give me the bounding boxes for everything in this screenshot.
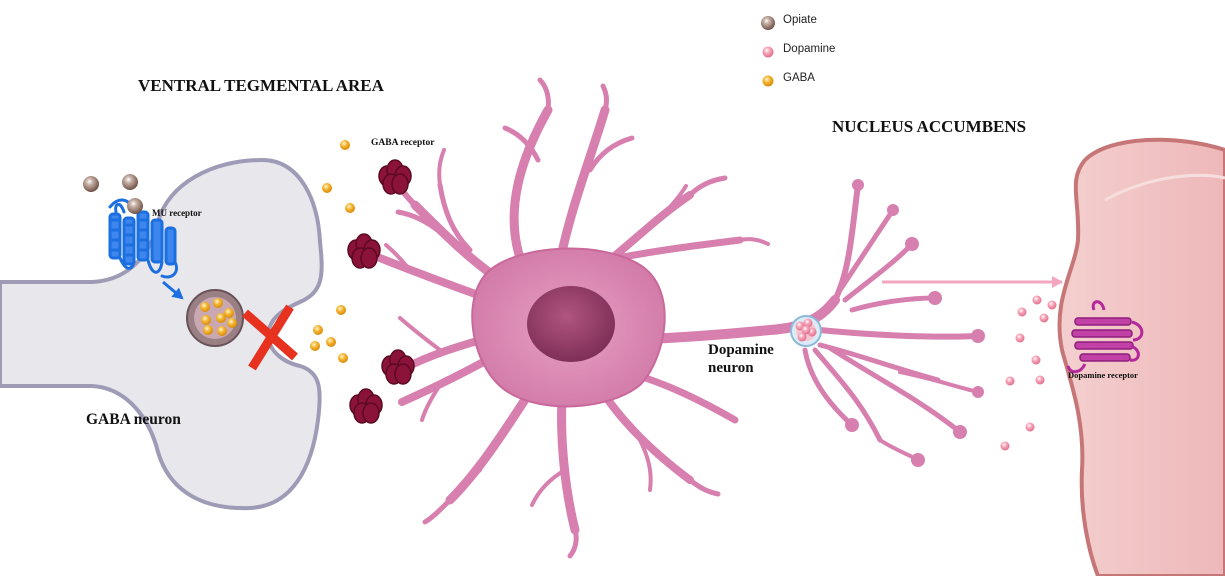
- label-gaba-neuron: GABA neuron: [86, 411, 181, 429]
- dopamine-molecule: [1026, 423, 1035, 432]
- title-ventral-tegmental-area: VENTRAL TEGMENTAL AREA: [138, 76, 384, 96]
- gaba-receptor-icon: [350, 389, 382, 423]
- legend-label-dopamine: Dopamine: [783, 43, 835, 55]
- label-dopamine-receptor: Dopamine receptor: [1068, 370, 1138, 380]
- gaba-icon: [760, 73, 776, 89]
- gaba-receptor-icon: [379, 160, 411, 194]
- gaba-molecule: [313, 325, 323, 335]
- gaba-molecule: [340, 140, 350, 150]
- gaba-vesicle: [187, 290, 243, 346]
- dopamine-molecule: [1048, 301, 1057, 310]
- label-mu-receptor: MU receptor: [152, 208, 202, 218]
- dopamine-molecule: [802, 326, 811, 335]
- opiate-molecule: [83, 176, 99, 192]
- dopamine-molecule: [1001, 442, 1010, 451]
- gaba-molecule: [216, 313, 226, 323]
- gaba-molecule: [217, 326, 227, 336]
- dopamine-molecule: [1040, 314, 1049, 323]
- gaba-molecule: [201, 315, 211, 325]
- opiate-molecule: [122, 174, 138, 190]
- gaba-molecule: [227, 318, 237, 328]
- gaba-molecule: [345, 203, 355, 213]
- label-gaba-receptor: GABA receptor: [371, 138, 434, 148]
- dopamine-neuron: [380, 80, 978, 556]
- title-nucleus-accumbens: NUCLEUS ACCUMBENS: [832, 117, 1026, 137]
- opiate-icon: [760, 15, 776, 31]
- legend-label-gaba: GABA: [783, 72, 815, 84]
- gaba-molecule: [322, 183, 332, 193]
- dopamine-molecule: [1033, 296, 1042, 305]
- gaba-receptor-group: [348, 160, 414, 423]
- gaba-receptor-icon: [382, 350, 414, 384]
- dopamine-icon: [760, 44, 776, 60]
- dopamine-molecule: [1006, 377, 1015, 386]
- gaba-molecule: [310, 341, 320, 351]
- gaba-molecule: [200, 302, 210, 312]
- gaba-receptor-icon: [348, 234, 380, 268]
- dopamine-molecule: [1032, 356, 1041, 365]
- legend-label-opiate: Opiate: [783, 14, 817, 26]
- gaba-molecule: [203, 325, 213, 335]
- opiate-molecules: [83, 174, 143, 214]
- dopamine-neuron-nucleus: [527, 286, 615, 362]
- dopamine-molecule: [1016, 334, 1025, 343]
- dopamine-neuron-tips: [845, 179, 985, 467]
- dopamine-molecule: [1018, 308, 1027, 317]
- gaba-molecule: [213, 298, 223, 308]
- gaba-molecule: [326, 337, 336, 347]
- opiate-molecule: [127, 198, 143, 214]
- label-dopamine-neuron: Dopamine neuron: [708, 341, 788, 377]
- dopamine-molecule: [1036, 376, 1045, 385]
- gaba-molecule: [338, 353, 348, 363]
- gaba-molecule: [336, 305, 346, 315]
